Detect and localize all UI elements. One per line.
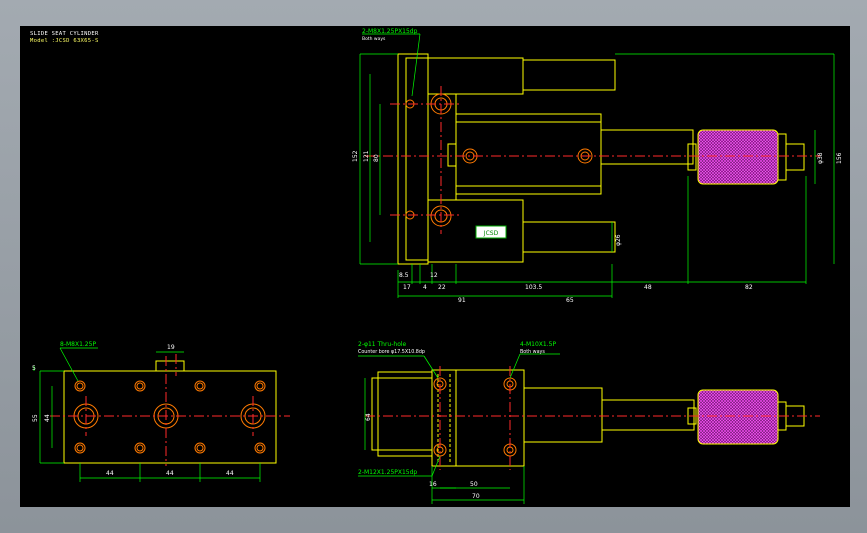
top-view-outline	[397, 53, 805, 265]
dim-8-5: 8.5	[399, 272, 409, 279]
dim-4: 4	[423, 284, 427, 291]
bottom-right-view: 2-φ11 Thru-hole Counter bore φ17.5X10.8d…	[358, 341, 820, 504]
dim-50: 50	[470, 481, 478, 488]
bottom-right-centerlines	[365, 366, 820, 470]
dim-55: 55	[32, 414, 39, 422]
note-m12-holes: 2-M12X1.25PX15dp	[358, 469, 417, 476]
dim-152: 152	[352, 150, 359, 162]
upper-guide-rod	[522, 59, 616, 91]
cylinder-body	[455, 113, 602, 195]
dim-19: 19	[167, 344, 175, 351]
dim-phi38: φ38	[817, 152, 824, 164]
piston-rod	[600, 129, 694, 165]
knurled-grip	[697, 129, 779, 185]
dim-91: 91	[458, 297, 466, 304]
dim-65: 65	[566, 297, 574, 304]
bottom-left-holes	[73, 380, 266, 454]
note-thru-hole: 2-φ11 Thru-hole	[358, 341, 407, 348]
dim-156: 156	[836, 152, 843, 164]
dim-70: 70	[472, 493, 480, 500]
dim-44-c: 44	[226, 470, 234, 477]
top-view-dimensions	[359, 33, 835, 298]
dim-5: 5	[32, 365, 36, 372]
bottom-left-dimensions	[33, 347, 261, 482]
note-mounting-holes-sub: Both ways	[362, 36, 386, 42]
base-plate	[397, 53, 429, 265]
dim-44-a: 44	[106, 470, 114, 477]
dim-17: 17	[403, 284, 411, 291]
lower-guide-rod	[522, 221, 616, 253]
note-mounting-holes: 2-M8X1.25PX15dp	[362, 28, 418, 35]
dim-12: 12	[430, 272, 438, 279]
drawing-svg: JCSD 2-M8X1.25PX15dp Both ways 152 121 8…	[32, 28, 843, 504]
dim-103-5: 103.5	[525, 284, 542, 291]
top-view-centerlines	[365, 86, 820, 234]
bottom-right-dimensions	[358, 353, 560, 504]
brand-badge-label: JCSD	[483, 230, 499, 237]
note-m10-holes-sub: Both ways	[520, 349, 545, 355]
bottom-right-holes	[433, 377, 517, 457]
dim-44-vertical: 44	[44, 414, 51, 422]
dim-64: 64	[365, 413, 372, 421]
dim-80: 80	[373, 154, 380, 162]
bottom-left-centerlines	[50, 354, 290, 466]
bottom-left-outline	[63, 360, 277, 464]
knurled-grip-side	[697, 389, 779, 445]
dim-121: 121	[363, 150, 370, 162]
rod-end-nut	[785, 143, 805, 171]
brand-badge	[475, 225, 507, 239]
top-view-labels: 2-M8X1.25PX15dp Both ways 152 121 80 φ38…	[352, 28, 843, 304]
dim-44-b: 44	[166, 470, 174, 477]
title-line-2: Model :JCSD 63X65-S	[30, 38, 99, 44]
note-m10-holes: 4-M10X1.5P	[520, 341, 556, 348]
dim-phi26: φ26	[615, 234, 622, 246]
dim-22: 22	[438, 284, 446, 291]
bottom-right-labels: 2-φ11 Thru-hole Counter bore φ17.5X10.8d…	[358, 341, 556, 500]
top-view: JCSD 2-M8X1.25PX15dp Both ways 152 121 8…	[352, 28, 843, 304]
drawing-canvas[interactable]: SLIDE SEAT CYLINDER Model :JCSD 63X65-S	[20, 26, 850, 507]
note-tapped-holes: 8-M8X1.25P	[60, 341, 96, 348]
note-counter-bore: Counter bore φ17.5X10.8dp	[358, 349, 425, 355]
title-line-1: SLIDE SEAT CYLINDER	[30, 31, 99, 37]
bottom-left-labels: 8-M8X1.25P 19 5 55 44 44 44 44	[32, 341, 234, 477]
bottom-left-view: 8-M8X1.25P 19 5 55 44 44 44 44	[32, 341, 290, 482]
upper-block	[427, 57, 524, 95]
dim-82: 82	[745, 284, 753, 291]
dim-48: 48	[644, 284, 652, 291]
dim-16: 16	[429, 481, 437, 488]
